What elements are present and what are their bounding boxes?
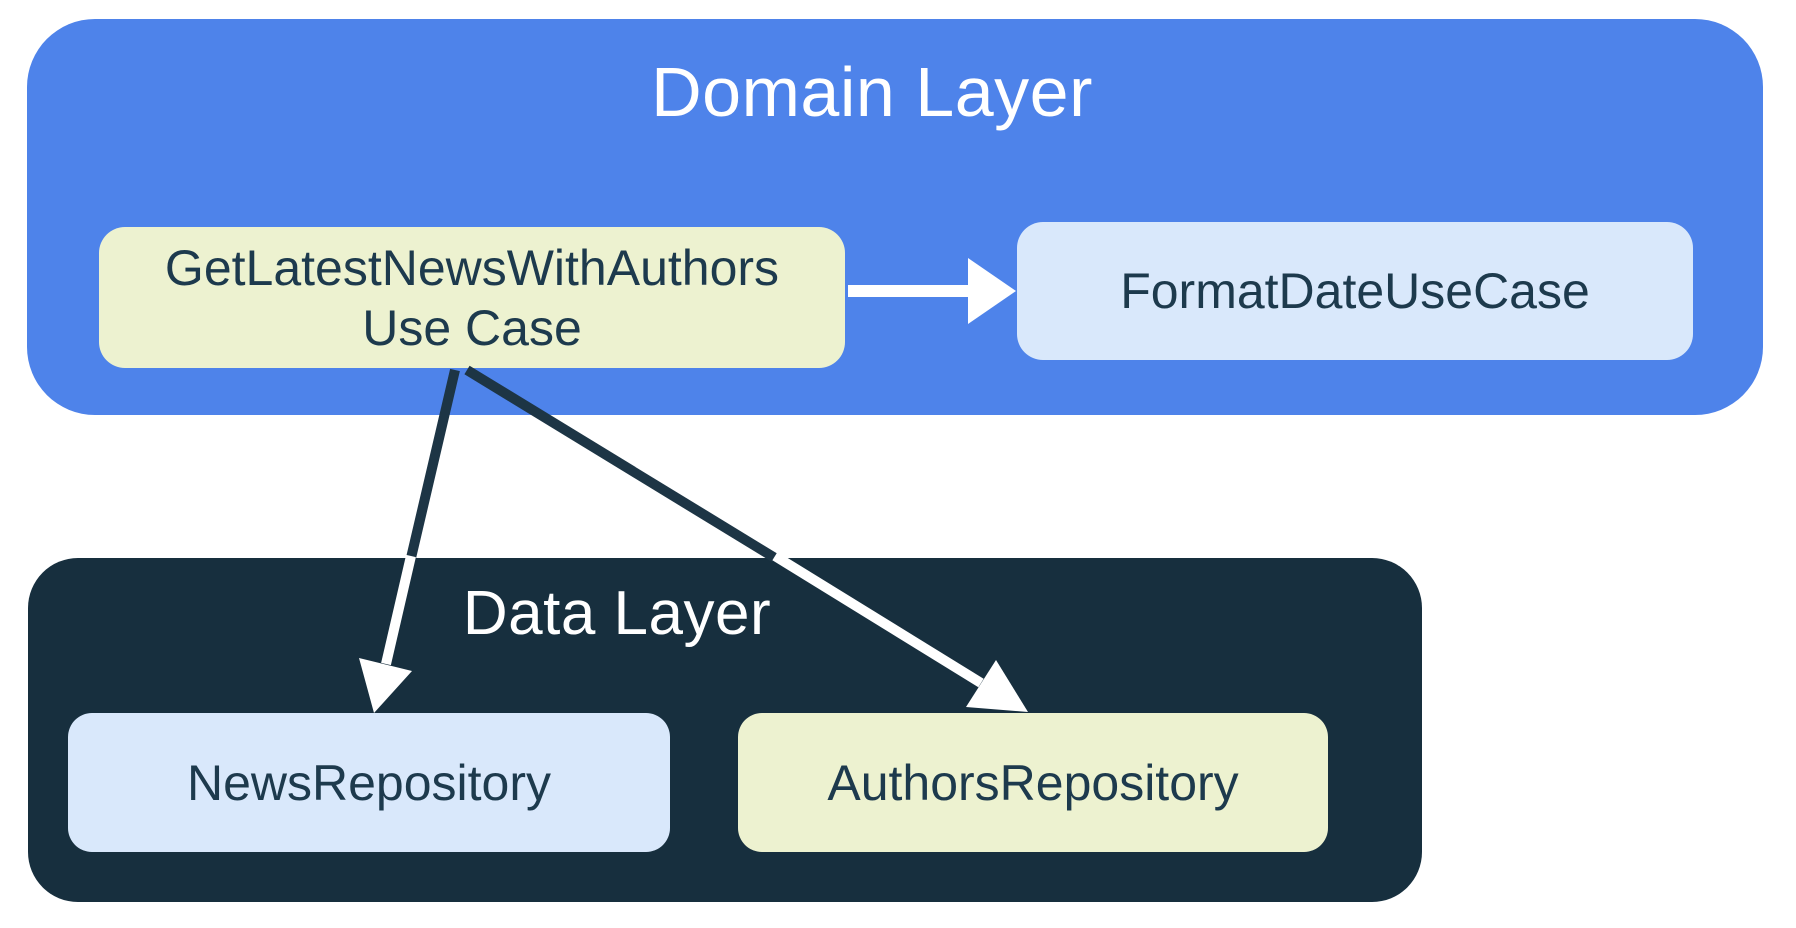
get-latest-news-with-authors-use-case-node: GetLatestNewsWithAuthors Use Case (99, 227, 845, 368)
authors-repository-label: AuthorsRepository (827, 754, 1239, 811)
format-date-label: FormatDateUseCase (1120, 263, 1590, 319)
data-layer-title: Data Layer (462, 579, 772, 648)
news-repository-label: NewsRepository (186, 754, 551, 811)
authors-repository-node: AuthorsRepository (738, 713, 1328, 852)
domain-layer-title: Domain Layer (651, 53, 1093, 131)
format-date-use-case-node: FormatDateUseCase (1017, 222, 1693, 360)
use-case-label-line1: GetLatestNewsWithAuthors (164, 239, 780, 296)
use-case-label-line2: Use Case (362, 299, 582, 356)
news-repository-node: NewsRepository (68, 713, 670, 852)
